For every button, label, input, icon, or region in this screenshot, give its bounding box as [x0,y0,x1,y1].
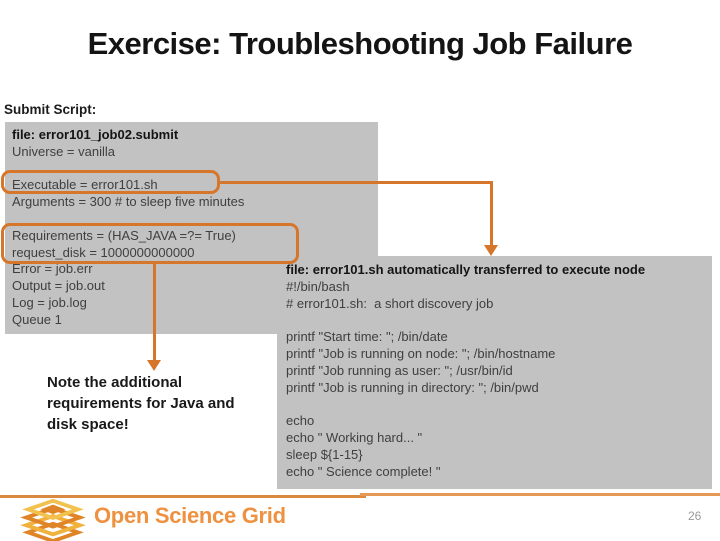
code-line: printf "Job is running in directory: "; … [286,379,539,395]
page-number: 26 [688,509,702,523]
submit-file-header: file: error101_job02.submit [12,127,179,142]
code-line [286,312,712,329]
shell-file-header: file: error101.sh automatically transfer… [286,262,646,277]
code-line: Queue 1 [12,311,62,327]
osg-layers-icon [20,498,86,541]
note-line: requirements for Java and [47,395,235,412]
code-line: Output = job.out [12,278,105,294]
code-line-requirements: Requirements = (HAS_JAVA =?= True) [12,227,236,243]
code-line: printf "Job is running on node: "; /bin/… [286,345,556,361]
code-line-executable: Executable = error101.sh [12,177,158,193]
code-line: Universe = vanilla [12,143,115,159]
code-line: Log = job.log [12,294,87,310]
code-line: echo [286,413,315,429]
slide-title: Exercise: Troubleshooting Job Failure [87,26,633,61]
arrow-executable-vertical [490,181,493,246]
note-text: Note the additional requirements for Jav… [47,372,267,435]
code-line: echo " Working hard... " [286,429,423,445]
code-line: Arguments = 300 # to sleep five minutes [12,194,245,210]
shell-script-code-block: file: error101.sh automatically transfer… [277,256,712,489]
code-line: #!/bin/bash [286,278,350,294]
footer-rule-right [360,493,720,496]
note-line: disk space! [47,416,129,433]
submit-script-code-block: file: error101_job02.submit Universe = v… [5,122,378,334]
arrow-requirements-vertical [153,263,156,361]
arrow-executable-head-icon [484,245,498,256]
highlight-box-executable [1,170,220,194]
code-line: # error101.sh: a short discovery job [286,295,494,311]
footer-rule-left [0,495,366,498]
submit-script-label: Submit Script: [4,102,97,117]
code-line-request-disk: request_disk = 1000000000000 [12,244,195,260]
code-line: printf "Job running as user: "; /usr/bin… [286,362,513,378]
code-line: printf "Start time: "; /bin/date [286,329,448,345]
arrow-executable-horizontal [219,181,493,184]
highlight-box-requirements [1,223,299,264]
code-line [286,396,712,413]
code-line: sleep ${1-15} [286,446,363,462]
code-line: echo " Science complete! " [286,463,441,479]
note-line: Note the additional [47,374,182,391]
arrow-requirements-head-icon [147,360,161,371]
code-line: Error = job.err [12,261,93,277]
logo-text: Open Science Grid [94,503,286,528]
